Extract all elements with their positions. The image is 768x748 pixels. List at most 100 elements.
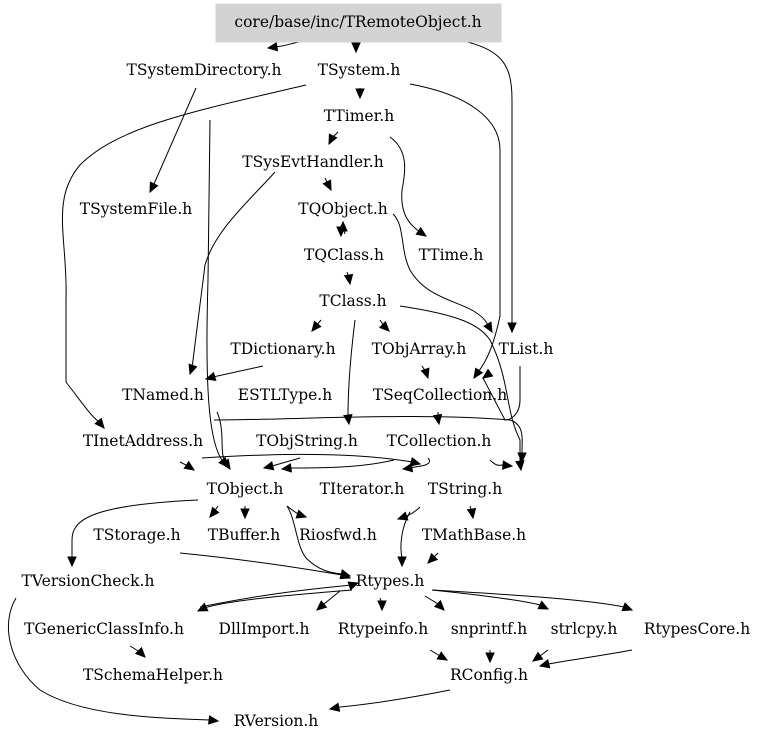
node-label: TTimer.h	[324, 107, 394, 125]
node-root[interactable]: core/base/inc/TRemoteObject.h	[215, 3, 502, 43]
edge-line	[61, 84, 307, 429]
node-tlist[interactable]: TList.h	[499, 340, 554, 358]
node-label: strlcpy.h	[551, 620, 618, 638]
node-tinet[interactable]: TInetAddress.h	[83, 432, 203, 450]
edge-arrowhead	[436, 651, 449, 661]
edge	[485, 650, 495, 664]
node-tqobject[interactable]: TQObject.h	[298, 200, 387, 218]
node-tdict[interactable]: TDictionary.h	[230, 340, 335, 358]
node-tversion[interactable]: TVersionCheck.h	[22, 572, 155, 590]
edge-arrowhead	[507, 322, 517, 334]
node-label: ESTLType.h	[238, 386, 332, 404]
node-dllimport[interactable]: DllImport.h	[219, 620, 310, 638]
edge-line	[71, 499, 199, 566]
edge	[466, 505, 477, 520]
node-label: TVersionCheck.h	[22, 572, 155, 590]
node-tcollection[interactable]: TCollection.h	[387, 432, 492, 450]
node-ttime[interactable]: TTime.h	[419, 246, 484, 264]
node-tsystem[interactable]: TSystem.h	[318, 61, 401, 79]
edge	[280, 459, 395, 473]
node-label: snprintf.h	[451, 620, 528, 638]
node-label: TGenericClassInfo.h	[24, 620, 184, 638]
edge-line	[329, 689, 451, 710]
edge-arrowhead	[409, 457, 422, 467]
edge	[149, 87, 197, 194]
edge-arrowhead	[266, 41, 279, 52]
edge-arrowhead	[240, 508, 250, 520]
edge	[531, 649, 549, 662]
edge	[432, 412, 443, 426]
edge-arrowhead	[483, 321, 493, 334]
node-label: TDictionary.h	[230, 340, 335, 358]
edge	[338, 220, 348, 235]
edge	[213, 415, 527, 464]
edge-arrowhead	[188, 363, 198, 376]
node-rconfig[interactable]: RConfig.h	[450, 666, 528, 684]
edge	[240, 506, 250, 520]
node-estl[interactable]: ESTLType.h	[238, 386, 332, 404]
node-label: TStorage.h	[93, 526, 180, 544]
node-snprintf[interactable]: snprintf.h	[451, 620, 528, 638]
node-rtypes[interactable]: Rtypes.h	[356, 572, 425, 590]
edge	[538, 649, 633, 669]
edge-arrowhead	[347, 581, 360, 591]
node-tstring[interactable]: TString.h	[428, 480, 502, 498]
node-tclass[interactable]: TClass.h	[319, 292, 386, 310]
edge-arrowhead	[355, 88, 365, 100]
edge-line	[399, 305, 522, 471]
node-label: TQObject.h	[298, 200, 387, 218]
node-label: TIterator.h	[320, 480, 405, 498]
nodes-layer: core/base/inc/TRemoteObject.hTSystemDire…	[22, 3, 750, 730]
node-label: RtypesCore.h	[644, 620, 750, 638]
edge	[420, 365, 430, 380]
edge	[435, 35, 517, 334]
edge	[424, 595, 445, 611]
node-tsysdir[interactable]: TSystemDirectory.h	[127, 61, 282, 79]
node-label: TBuffer.h	[208, 526, 281, 544]
node-riosfwd[interactable]: Riosfwd.h	[299, 526, 377, 544]
node-label: TObject.h	[207, 480, 284, 498]
edge-line	[489, 459, 513, 467]
edge	[377, 597, 387, 612]
node-tschema[interactable]: TSchemaHelper.h	[83, 666, 223, 684]
node-ttimer[interactable]: TTimer.h	[324, 107, 394, 125]
edge	[129, 645, 146, 658]
node-tgeneric[interactable]: TGenericClassInfo.h	[24, 620, 184, 638]
node-tmathbase[interactable]: TMathBase.h	[422, 526, 526, 544]
node-label: core/base/inc/TRemoteObject.h	[234, 13, 481, 31]
node-strlcpy[interactable]: strlcpy.h	[551, 620, 618, 638]
node-tbuffer[interactable]: TBuffer.h	[208, 526, 281, 544]
edge-line	[213, 415, 523, 462]
edge-arrowhead	[537, 600, 550, 610]
edge-line	[281, 459, 395, 470]
node-label: TSystem.h	[318, 61, 401, 79]
node-tobjstring[interactable]: TObjString.h	[256, 432, 358, 450]
edge	[204, 365, 264, 382]
node-tnamed[interactable]: TNamed.h	[122, 386, 204, 404]
node-tsysfile[interactable]: TSystemFile.h	[80, 200, 193, 218]
edge-arrowhead	[339, 570, 352, 580]
edge-line	[149, 87, 197, 193]
node-rversion[interactable]: RVersion.h	[234, 712, 319, 730]
node-tobjarray[interactable]: TObjArray.h	[372, 340, 467, 358]
node-tqclass[interactable]: TQClass.h	[304, 246, 384, 264]
edge	[409, 83, 501, 380]
node-tobject[interactable]: TObject.h	[207, 480, 284, 498]
node-titerator[interactable]: TIterator.h	[320, 480, 405, 498]
node-tsysevt[interactable]: TSysEvtHandler.h	[242, 153, 383, 171]
edge-arrowhead	[280, 463, 292, 473]
node-rtypescore[interactable]: RtypesCore.h	[644, 620, 750, 638]
node-label: TList.h	[499, 340, 554, 358]
node-rtypeinfo[interactable]: Rtypeinfo.h	[338, 620, 428, 638]
edge-line	[539, 649, 633, 667]
node-tstorage[interactable]: TStorage.h	[93, 526, 180, 544]
node-tseqcoll[interactable]: TSeqCollection.h	[373, 386, 507, 404]
edge	[355, 88, 365, 100]
edge-arrowhead	[420, 367, 430, 380]
edge-line	[392, 213, 493, 333]
node-label: TSystemFile.h	[80, 200, 193, 218]
edge-arrowhead	[149, 181, 159, 194]
edge-line	[8, 597, 219, 722]
edges-layer	[8, 35, 634, 725]
edge-arrowhead	[432, 413, 443, 426]
